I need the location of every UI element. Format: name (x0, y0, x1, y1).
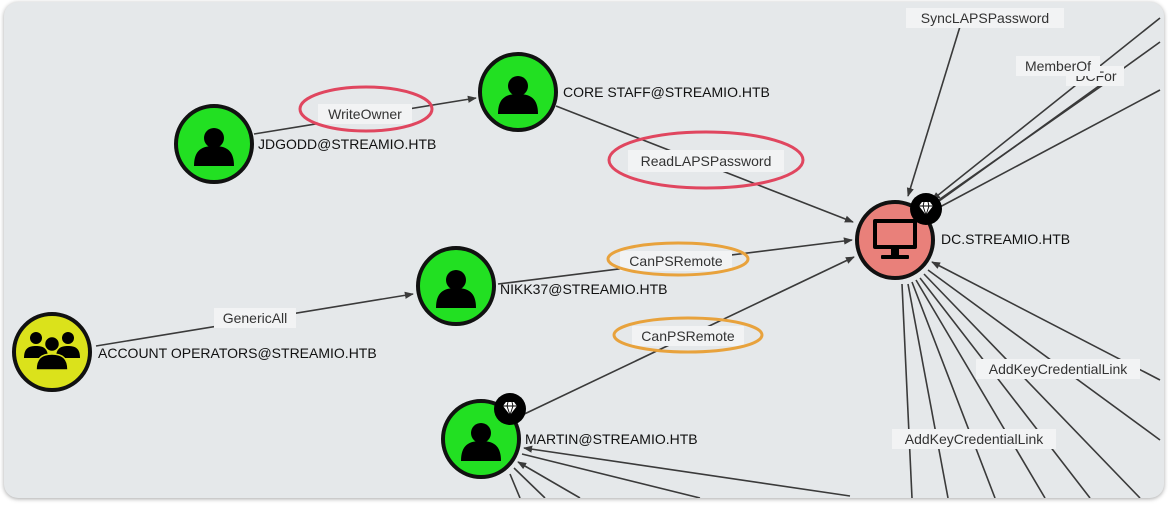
edge-label-addkey-2-text: AddKeyCredentialLink (905, 431, 1045, 447)
node-nikk37[interactable]: NIKK37@STREAMIO.HTB (416, 246, 667, 326)
edge-label-canpsremote-nikk-text: CanPSRemote (629, 253, 723, 269)
graph-svg[interactable]: WriteOwner ReadLAPSPassword GenericAll C… (4, 2, 1164, 498)
highvalue-diamond-icon (910, 193, 942, 225)
edge-label-generic-all[interactable]: GenericAll (214, 308, 296, 328)
node-martin[interactable]: MARTIN@STREAMIO.HTB (441, 393, 698, 479)
highlight-ring-canpsremote-martin (612, 316, 764, 354)
edge-label-sync-laps-text: SyncLAPSPassword (921, 10, 1049, 26)
node-account-operators-label: ACCOUNT OPERATORS@STREAMIO.HTB (98, 345, 377, 361)
node-nikk37-label: NIKK37@STREAMIO.HTB (500, 281, 667, 297)
node-martin-label: MARTIN@STREAMIO.HTB (525, 431, 698, 447)
edge-offscreen-8[interactable] (919, 277, 1091, 498)
edge-label-member-of[interactable]: MemberOf (1016, 56, 1100, 76)
edge-sync-laps[interactable] (906, 19, 963, 197)
edge-label-generic-all-text: GenericAll (223, 310, 288, 326)
edge-offscreen-3[interactable] (937, 89, 1161, 209)
node-dc-label: DC.STREAMIO.HTB (941, 231, 1070, 247)
edge-label-canpsremote-martin-text: CanPSRemote (641, 328, 735, 344)
node-core-staff-label: CORE STAFF@STREAMIO.HTB (563, 84, 770, 100)
edge-labels: WriteOwner ReadLAPSPassword GenericAll C… (214, 8, 1140, 449)
edge-martin-in-2[interactable] (521, 453, 701, 498)
edge-martin-in-4[interactable] (513, 467, 546, 498)
edge-label-read-laps[interactable]: ReadLAPSPassword (607, 130, 805, 190)
highlight-ring-write-owner (298, 85, 434, 133)
node-jdgodd[interactable]: JDGODD@STREAMIO.HTB (174, 104, 436, 184)
edge-offscreen-4[interactable] (929, 79, 1111, 207)
node-account-operators[interactable]: ACCOUNT OPERATORS@STREAMIO.HTB (12, 312, 377, 392)
edge-offscreen-10[interactable] (911, 281, 996, 498)
edge-offscreen-6[interactable] (927, 269, 1161, 441)
edge-label-member-of-text: MemberOf (1025, 58, 1091, 74)
edge-label-addkey-1-text: AddKeyCredentialLink (989, 361, 1129, 377)
edge-martin-in-1[interactable] (523, 445, 851, 497)
edge-label-addkey-2[interactable]: AddKeyCredentialLink (892, 429, 1056, 449)
highvalue-diamond-icon (494, 393, 526, 425)
edge-offscreen-11[interactable] (907, 283, 949, 498)
edge-label-read-laps-text: ReadLAPSPassword (641, 153, 772, 169)
edge-offscreen-12[interactable] (901, 283, 913, 498)
edge-label-sync-laps[interactable]: SyncLAPSPassword (906, 8, 1064, 28)
highlight-ring-canpsremote-nikk (606, 241, 750, 277)
edge-martin-in-3[interactable] (517, 461, 581, 498)
computer-icon (873, 219, 917, 259)
graph-canvas[interactable]: WriteOwner ReadLAPSPassword GenericAll C… (4, 2, 1164, 498)
node-dc[interactable]: DC.STREAMIO.HTB (855, 193, 1070, 280)
edge-label-canpsremote-nikk[interactable]: CanPSRemote (606, 241, 750, 277)
node-jdgodd-label: JDGODD@STREAMIO.HTB (258, 136, 436, 152)
node-core-staff[interactable]: CORE STAFF@STREAMIO.HTB (478, 52, 770, 132)
edge-offscreen-7[interactable] (923, 273, 1141, 498)
edge-label-write-owner-text: WriteOwner (328, 106, 402, 122)
edge-offscreen-1[interactable] (931, 17, 1161, 201)
highlight-ring-read-laps (607, 130, 805, 190)
edge-label-write-owner[interactable]: WriteOwner (298, 85, 434, 133)
nodes: JDGODD@STREAMIO.HTB CORE STAFF@STREAMIO.… (12, 52, 1070, 479)
edge-label-canpsremote-martin[interactable]: CanPSRemote (612, 316, 764, 354)
edge-label-addkey-1[interactable]: AddKeyCredentialLink (976, 359, 1140, 379)
edge-offscreen-9[interactable] (915, 279, 1046, 498)
edge-martin-in-5[interactable] (509, 473, 521, 498)
group-icon (24, 332, 80, 371)
